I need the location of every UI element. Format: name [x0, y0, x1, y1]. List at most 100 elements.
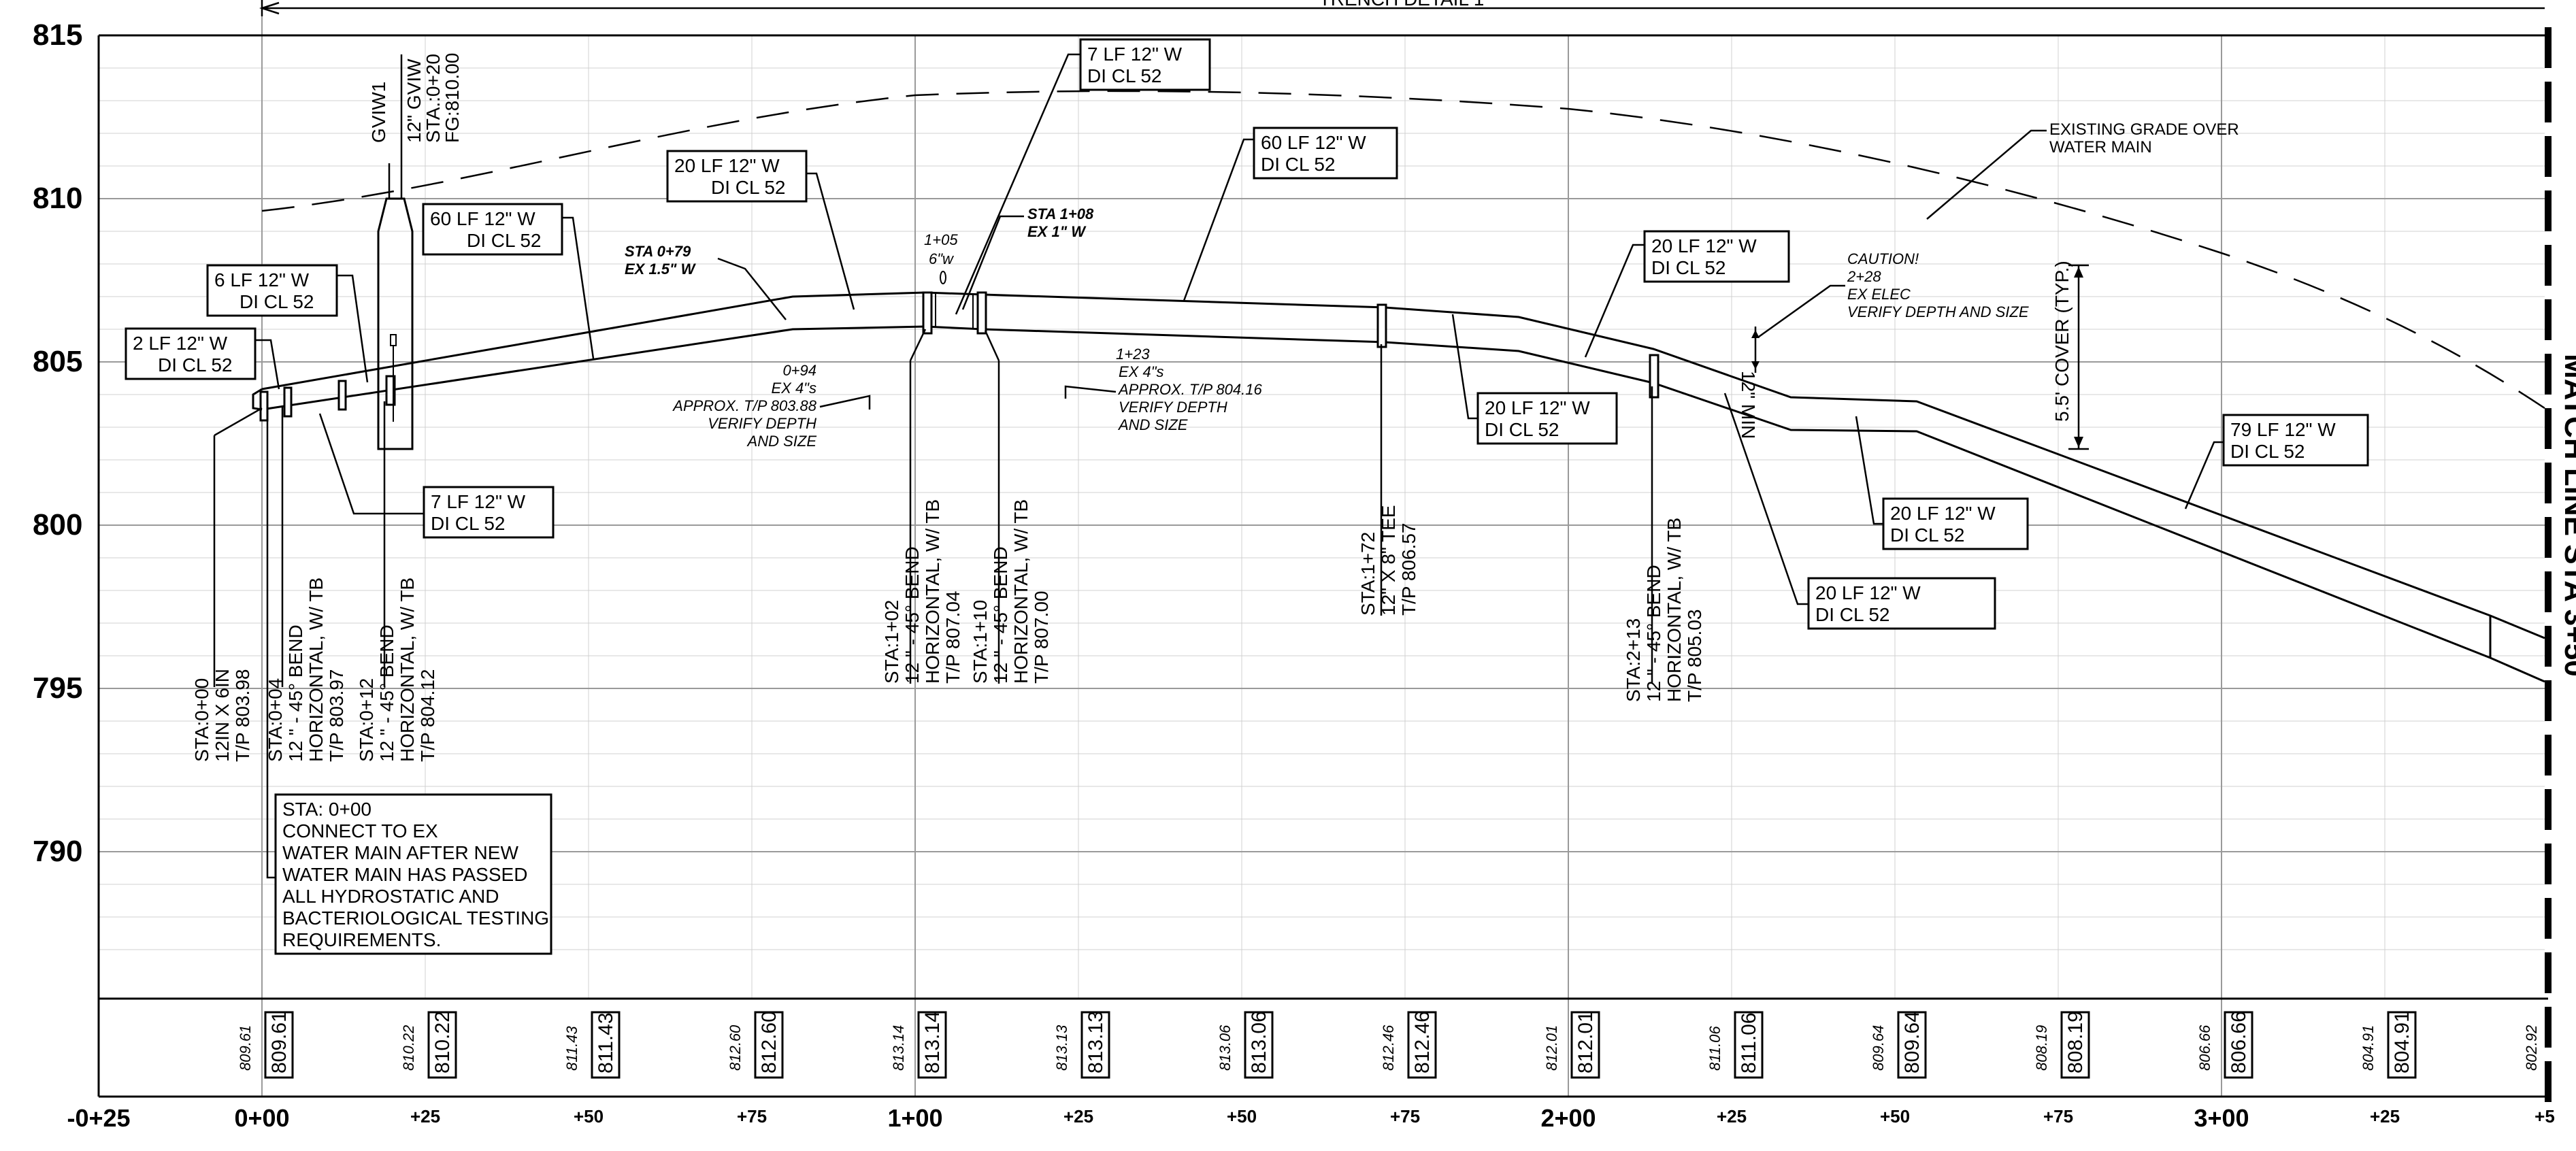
note-line: STA 0+79	[625, 243, 691, 260]
callout-line: 12 " - 45° BEND	[902, 546, 923, 684]
pipe-label-line: DI CL 52	[711, 177, 785, 198]
new-grade-value: 811.43	[595, 1012, 617, 1073]
grid-major-vertical	[261, 0, 2222, 1097]
note-line: EXISTING GRADE OVER	[2049, 120, 2239, 139]
note-line: APPROX. T/P 804.16	[1117, 381, 1262, 398]
pipe-label-line: 79 LF 12" W	[2230, 419, 2336, 440]
elevation-label: 815	[33, 18, 82, 52]
note-line: VERIFY DEPTH	[708, 415, 816, 432]
new-grade-box: 812.46	[1407, 1011, 1437, 1079]
trench-detail-label: TRENCH DETAIL 1	[1319, 0, 1485, 10]
note-line: AND SIZE	[1117, 416, 1188, 433]
callout-line: 12 " - 45° BEND	[285, 624, 306, 762]
existing-grade-value: 812.46	[1380, 1024, 1397, 1071]
new-grade-box: 806.66	[2224, 1011, 2253, 1079]
fitting-joint	[259, 390, 269, 422]
callout-line: 12 " - 45° BEND	[990, 546, 1011, 684]
pipe-label-20lf-top: 20 LF 12" W DI CL 52	[666, 150, 855, 310]
note-line: STA 1+08	[1027, 205, 1094, 222]
note-line: EX 1" W	[1027, 223, 1087, 240]
station-label: +25	[1717, 1106, 1747, 1127]
existing-grade-value: 802.92	[2523, 1025, 2540, 1071]
pipe-label-line: 20 LF 12" W	[1815, 582, 1921, 603]
callout-sta-0-12: STA:0+12 12 " - 45° BEND HORIZONTAL, W/ …	[356, 578, 438, 762]
station-label: +50	[1880, 1106, 1910, 1127]
note-line: 2+28	[1847, 268, 1881, 285]
pipe-label-line: 7 LF 12" W	[1087, 44, 1183, 65]
new-grade-value: 812.46	[1411, 1011, 1434, 1073]
cover-dimension: 5.5' COVER (TYP.)	[2051, 261, 2089, 450]
callout-line: STA:0+00	[191, 678, 212, 762]
cover-label: 5.5' COVER (TYP.)	[2051, 261, 2073, 422]
callout-line: T/P 804.12	[417, 669, 438, 762]
connect-note-line: WATER MAIN AFTER NEW	[282, 842, 518, 863]
pipe-label-20lf-right: 20 LF 12" W DI CL 52	[1855, 416, 2029, 550]
min-clearance-dimension: 12" MIN	[1738, 327, 1760, 439]
note-line: CAUTION!	[1847, 250, 1919, 267]
station-label: +75	[1390, 1106, 1420, 1127]
callout-line: T/P 803.97	[326, 669, 347, 762]
connect-note-line: CONNECT TO EX	[282, 820, 438, 841]
pipe-label-line: 6 LF 12" W	[214, 269, 310, 290]
callout-sta-1-72: STA:1+72 12" X 8" TEE T/P 806.57	[1357, 505, 1419, 616]
note-line: EX ELEC	[1847, 286, 1911, 303]
pipe-label-60lf-top: 60 LF 12" W DI CL 52	[1183, 127, 1398, 301]
existing-grade-value: 811.06	[1706, 1026, 1723, 1071]
new-grade-box: 813.13	[1080, 1011, 1110, 1079]
pipe-label-7lf-bottom: 7 LF 12" W DI CL 52	[318, 413, 555, 539]
pipe-label-line: 2 LF 12" W	[133, 333, 228, 354]
pipe-label-60lf-left: 60 LF 12" W DI CL 52	[422, 203, 595, 359]
pipe-label-line: DI CL 52	[158, 354, 232, 376]
existing-grade-value: 809.64	[1870, 1025, 1887, 1071]
existing-grade-value: 809.61	[237, 1025, 254, 1071]
elevation-label: 800	[33, 508, 82, 541]
note-line: EX 4"s	[771, 380, 816, 397]
new-grade-value: 809.64	[1901, 1011, 1923, 1073]
new-grade-box: 809.64	[1897, 1011, 1927, 1079]
callout-line: T/P 805.03	[1684, 610, 1705, 702]
gate-valve-symbol: GVIW1 12" GVIW STA.:0+20 FG:810.00	[368, 53, 463, 450]
existing-grade-line	[261, 90, 2545, 410]
pipe-label-line: 60 LF 12" W	[430, 208, 535, 229]
new-grade-box: 811.06	[1734, 1011, 1764, 1079]
new-grade-value: 813.06	[1248, 1011, 1270, 1073]
note-line: EX 1.5" W	[625, 261, 697, 278]
new-grade-value: 812.60	[758, 1011, 780, 1073]
existing-grade-value: 812.01	[1543, 1025, 1560, 1071]
existing-grade-value: 810.22	[400, 1025, 417, 1071]
elevation-label: 795	[33, 671, 82, 705]
station-label: +25	[1063, 1106, 1093, 1127]
callout-sta-2-13: STA:2+13 12 " - 45° BEND HORIZONTAL, W/ …	[1623, 518, 1705, 702]
note-line: 6"w	[929, 250, 955, 267]
fitting-joint	[283, 386, 293, 418]
note-existing-grade: EXISTING GRADE OVER WATER MAIN	[1926, 120, 2239, 220]
grade-elevation-band: 809.61 810.22 811.43 812.60 813.14 813.1…	[237, 1011, 2540, 1079]
existing-grade-value: 812.60	[727, 1024, 744, 1071]
pipe-label-line: 60 LF 12" W	[1261, 132, 1366, 153]
existing-grade-value: 813.14	[890, 1025, 907, 1071]
pipe-label-20lf-mid: 20 LF 12" W DI CL 52	[1451, 314, 1618, 445]
note-line: 1+23	[1116, 346, 1150, 363]
note-line: EX 4"s	[1119, 363, 1164, 380]
connect-note-line: ALL HYDROSTATIC AND	[282, 886, 499, 907]
pipe-label-7lf-top: 7 LF 12" W DI CL 52	[955, 38, 1211, 315]
pipe-label-line: DI CL 52	[467, 230, 541, 251]
fitting-joint	[337, 380, 347, 411]
pipe-label-20lf-lower-right: 20 LF 12" W DI CL 52	[1723, 393, 1996, 630]
min-clearance-label: 12" MIN	[1738, 371, 1759, 439]
existing-grade-value: 813.06	[1217, 1024, 1234, 1071]
new-grade-value: 809.61	[268, 1011, 291, 1073]
station-label: +75	[737, 1106, 767, 1127]
callout-line: STA:2+13	[1623, 618, 1644, 702]
pipe-label-line: DI CL 52	[1485, 419, 1559, 440]
station-label: +25	[2370, 1106, 2400, 1127]
connect-note: STA: 0+00 CONNECT TO EX WATER MAIN AFTER…	[266, 410, 552, 955]
callout-line: T/P 807.04	[942, 591, 963, 684]
fitting-joint	[976, 291, 987, 335]
station-label: 2+00	[1540, 1104, 1596, 1132]
connect-note-line: BACTERIOLOGICAL TESTING	[282, 907, 549, 929]
new-grade-box: 812.60	[754, 1011, 784, 1079]
note-line: VERIFY DEPTH AND SIZE	[1847, 303, 2029, 320]
callout-line: STA:1+02	[881, 600, 902, 684]
note-sta-0-79: STA 0+79 EX 1.5" W	[625, 243, 787, 320]
